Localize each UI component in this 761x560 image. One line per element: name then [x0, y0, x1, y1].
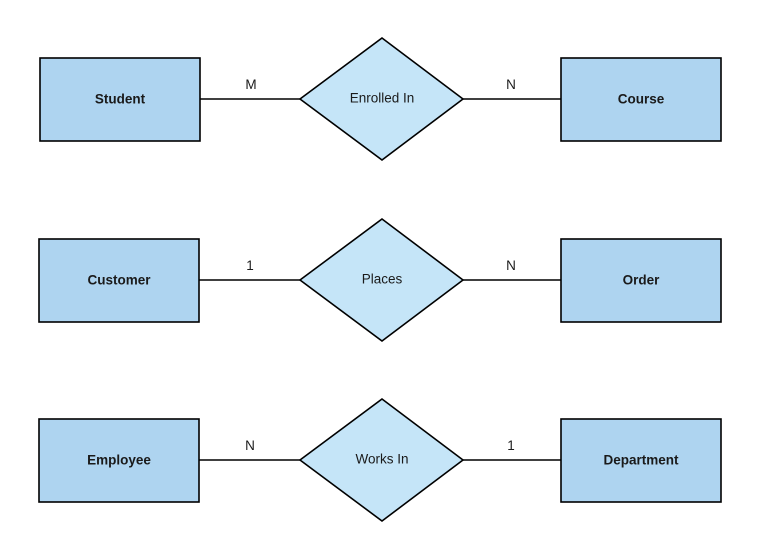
cardinality-right-2: N: [506, 258, 516, 273]
entity-label-customer: Customer: [87, 273, 151, 288]
cardinality-right-1: N: [506, 77, 516, 92]
entity-label-order: Order: [623, 273, 661, 288]
entity-label-course: Course: [618, 92, 665, 107]
relationship-row-3: Employee Works In Department N 1: [38, 398, 722, 522]
relationship-row-1: Student Enrolled In Course M N: [39, 37, 722, 161]
cardinality-right-3: 1: [507, 438, 515, 453]
entity-label-employee: Employee: [87, 453, 151, 468]
entity-box-student[interactable]: [39, 57, 201, 142]
relationship-diamond-places[interactable]: [298, 218, 465, 342]
cardinality-left-3: N: [245, 438, 255, 453]
entity-label-student: Student: [95, 92, 146, 107]
cardinality-left-1: M: [245, 77, 256, 92]
entity-box-course[interactable]: [560, 57, 722, 142]
entity-label-department: Department: [603, 453, 679, 468]
relationship-diamond-enrolled-in[interactable]: [298, 37, 465, 161]
cardinality-left-2: 1: [246, 258, 254, 273]
relationship-label-enrolled-in: Enrolled In: [350, 91, 415, 106]
relationship-diamond-works-in[interactable]: [298, 398, 465, 522]
entity-box-customer[interactable]: [38, 238, 200, 323]
entity-box-department[interactable]: [560, 418, 722, 503]
relationship-row-2: Customer Places Order 1 N: [38, 218, 722, 342]
entity-box-employee[interactable]: [38, 418, 200, 503]
entity-box-order[interactable]: [560, 238, 722, 323]
relationship-label-works-in: Works In: [355, 452, 408, 467]
relationship-label-places: Places: [362, 272, 403, 287]
